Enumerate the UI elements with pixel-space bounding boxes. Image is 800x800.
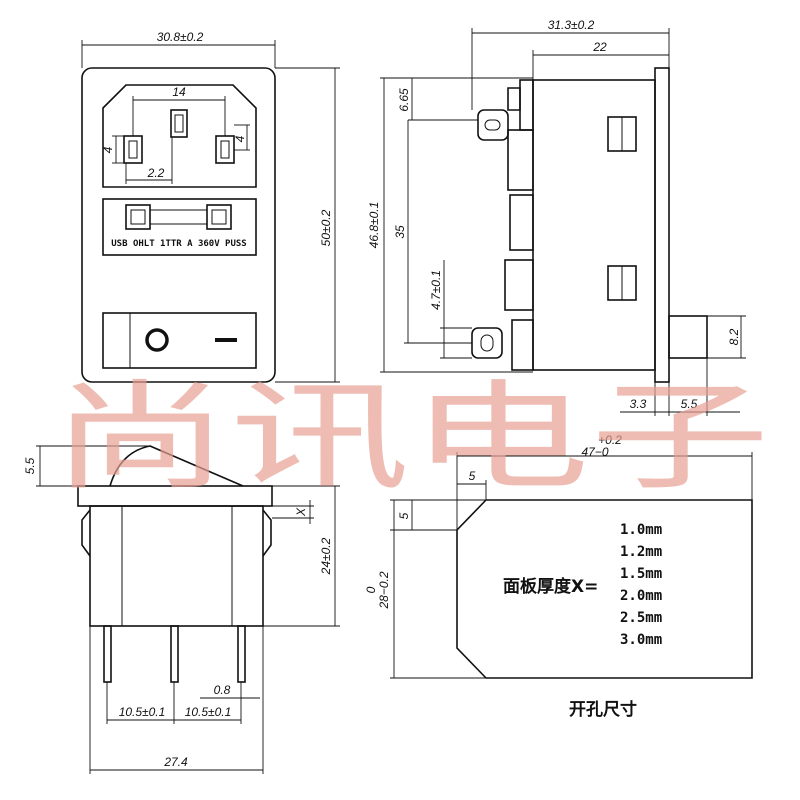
fuse-label: USB OHLT 1TTR A 360V PUSS [111, 239, 246, 249]
cutout-width-tol: +0.2 [598, 433, 622, 447]
watermark: 尚讯电子 [50, 368, 770, 506]
bottom-pin-2 [170, 625, 179, 683]
bottom-body [89, 505, 264, 627]
dim-rocker-height: 5.5 [23, 457, 37, 474]
thickness-option-5: 2.5mm [620, 610, 662, 626]
cutout-outline [456, 499, 753, 679]
dim-front-width: 30.8±0.2 [157, 30, 204, 44]
dim-pin-left: 4 [101, 146, 115, 153]
dim-pin-spacing: 14 [172, 85, 186, 99]
dim-tab-spacing: 35 [393, 225, 407, 239]
thickness-option-6: 3.0mm [620, 632, 662, 648]
thickness-option-4: 2.0mm [620, 588, 662, 604]
iec-socket [102, 84, 257, 188]
dim-side-height: 46.8±0.1 [367, 202, 381, 249]
on-symbol [215, 338, 237, 342]
side-flange [654, 67, 670, 383]
pin-right [215, 135, 235, 164]
dim-pin-offset: 2.2 [147, 166, 165, 180]
dim-body-height: 24±0.2 [319, 537, 333, 575]
front-housing [81, 67, 276, 383]
thickness-option-3: 1.5mm [620, 566, 662, 582]
tab-bottom [471, 327, 503, 359]
cutout-chamfer-v: 5 [397, 512, 411, 519]
cutout-chamfer-h: 5 [469, 469, 476, 483]
pin-earth [170, 109, 188, 138]
tab-top [477, 109, 509, 141]
dim-total-width: 27.4 [163, 755, 188, 769]
dim-tab-offset: 4.7±0.1 [429, 270, 443, 310]
dim-pin-spacing-left: 10.5±0.1 [119, 705, 166, 719]
off-symbol [145, 328, 169, 352]
bottom-view: 5.5 X 24±0.2 10.5±0.1 10.5±0.1 0.8 27.4 [23, 445, 340, 774]
front-view: USB OHLT 1TTR A 360V PUSS 30.8±0.2 50±0.… [81, 30, 340, 383]
thickness-option-2: 1.2mm [620, 544, 662, 560]
dim-side-depth: 31.3±0.2 [548, 18, 595, 32]
dim-pin-right: 4 [233, 135, 247, 142]
fuse-drawer [102, 198, 257, 256]
pin-left [123, 135, 143, 164]
cutout-width: 47−0 [581, 445, 608, 459]
rocker-switch [102, 312, 257, 369]
dim-pin-width: 0.8 [214, 683, 231, 697]
dim-front-height: 50±0.2 [319, 209, 333, 246]
dim-side-body: 22 [592, 40, 607, 54]
dim-tab-top-offset: 6.65 [397, 88, 411, 112]
dim-tab-height: 8.2 [727, 328, 741, 345]
cutout-height-tol: 0 [364, 586, 378, 593]
dim-tab-pos-b: 5.5 [681, 397, 698, 411]
side-view: 31.3±0.2 22 46.8±0.1 6.65 35 4.7±0.1 8.2… [367, 18, 746, 416]
thickness-option-1: 1.0mm [620, 522, 662, 538]
dim-pin-spacing-right: 10.5±0.1 [185, 705, 232, 719]
dim-panel-thickness: X [294, 507, 308, 517]
panel-thickness-label: 面板厚度X= [503, 576, 598, 597]
panel-tab [668, 315, 708, 359]
panel-cutout: +0.2 47−0 5 5 0 28−0.2 面板厚度X= 1.0mm 1.2m… [364, 433, 753, 720]
dim-tab-pos-a: 3.3 [630, 397, 647, 411]
cutout-caption: 开孔尺寸 [569, 699, 637, 720]
bottom-pin-3 [237, 625, 246, 683]
cutout-height: 28−0.2 [377, 571, 391, 609]
bottom-pin-1 [103, 625, 112, 683]
